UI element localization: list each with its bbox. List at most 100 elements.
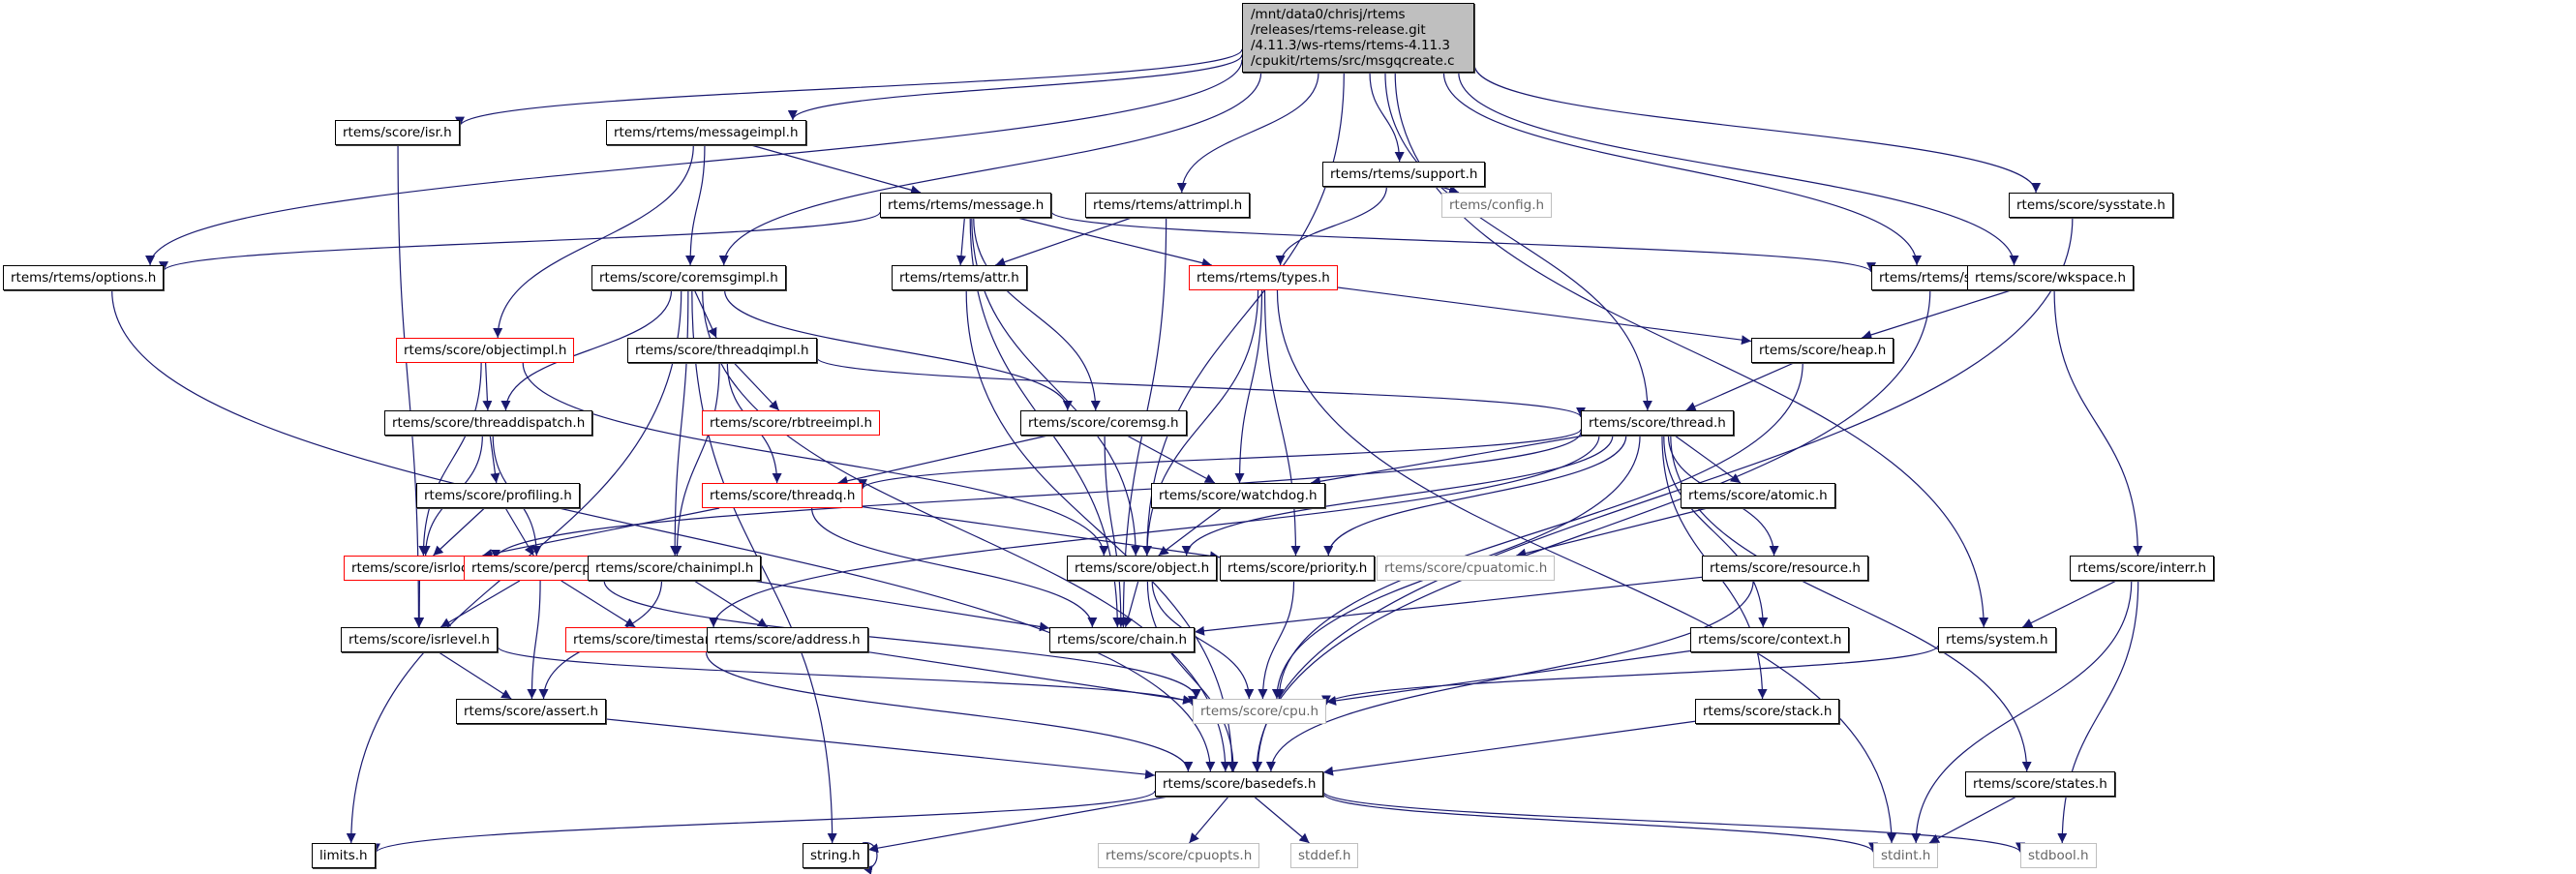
node-interr-h[interactable]: rtems/score/interr.h [2070, 556, 2215, 581]
node-threadq-h[interactable]: rtems/score/threadq.h [702, 483, 864, 508]
edge-percpu-to-assert [527, 580, 541, 700]
edge-interr-to-stdint [1911, 580, 2133, 844]
edge-basedefs-to-limits [371, 790, 1156, 854]
edge-root-to-coremsgimpl [718, 72, 1262, 266]
node-system-h[interactable]: rtems/system.h [1938, 627, 2056, 652]
node-objectimpl-h[interactable]: rtems/score/objectimpl.h [396, 338, 575, 363]
edge-attrimpl-to-attr [995, 217, 1132, 267]
node-wkspace-h[interactable]: rtems/score/wkspace.h [1967, 265, 2135, 290]
edge-types-to-watchdog [1234, 289, 1263, 484]
edge-states-to-stdint [1928, 796, 2017, 844]
edge-thread-to-atomic [1674, 435, 1742, 484]
node-resource-h[interactable]: rtems/score/resource.h [1702, 556, 1868, 581]
edge-message-to-status [1050, 211, 1876, 273]
edge-coremsg-to-chain [1104, 435, 1126, 628]
node-coremsgimpl-h[interactable]: rtems/score/coremsgimpl.h [591, 265, 786, 290]
edge-objectimpl-to-object [522, 362, 1109, 557]
edge-threadqimpl-to-rbtreeimpl [733, 362, 780, 411]
edge-root-to-support [1369, 72, 1405, 163]
edge-interr-to-stdbool [2057, 580, 2139, 844]
node-threaddispatch-h[interactable]: rtems/score/threaddispatch.h [384, 410, 593, 436]
node-atomic-h[interactable]: rtems/score/atomic.h [1681, 483, 1835, 508]
node-isr-h[interactable]: rtems/score/isr.h [335, 120, 460, 145]
node-address-h[interactable]: rtems/score/address.h [707, 627, 868, 652]
edge-objectimpl-to-isrlock [418, 362, 482, 557]
edge-coremsg-to-watchdog [1126, 435, 1216, 484]
edge-object-to-basedefs [1146, 580, 1239, 772]
edge-message-to-options [159, 211, 881, 272]
node-options-h[interactable]: rtems/rtems/options.h [3, 265, 165, 290]
edge-types-to-priority [1263, 289, 1301, 557]
edge-root-to-messageimpl [787, 54, 1243, 121]
edge-message-to-attr [956, 217, 966, 266]
edge-atomic-to-cpuatomic [1516, 507, 1708, 558]
edge-root-to-sysstate [1473, 64, 2042, 194]
node-watchdog-h[interactable]: rtems/score/watchdog.h [1151, 483, 1325, 508]
node-rbtreeimpl-h[interactable]: rtems/score/rbtreeimpl.h [702, 410, 881, 436]
node-config-h: rtems/config.h [1441, 193, 1553, 218]
node-types-h[interactable]: rtems/rtems/types.h [1189, 265, 1338, 290]
edge-threadq-to-chain [811, 507, 1098, 628]
edge-support-to-types [1275, 186, 1387, 266]
edge-root-to-attrimpl [1176, 72, 1319, 194]
edge-thread-to-timestamp [709, 435, 1600, 628]
edge-threadqimpl-to-thread [816, 357, 1586, 418]
node-basedefs-h[interactable]: rtems/score/basedefs.h [1155, 771, 1324, 797]
node-cpuopts-h: rtems/score/cpuopts.h [1098, 843, 1260, 868]
node-priority-h[interactable]: rtems/score/priority.h [1220, 556, 1376, 581]
node-thread-h[interactable]: rtems/score/thread.h [1581, 410, 1734, 436]
edge-profiling-to-isrlock [433, 507, 485, 557]
node-attr-h[interactable]: rtems/rtems/attr.h [892, 265, 1027, 290]
node-support-h[interactable]: rtems/rtems/support.h [1322, 162, 1486, 187]
edge-coremsgimpl-to-threadqimpl [693, 289, 717, 339]
edge-percpu-to-isrlevel [439, 580, 521, 628]
node-heap-h[interactable]: rtems/score/heap.h [1751, 338, 1894, 363]
node-coremsg-h[interactable]: rtems/score/coremsg.h [1020, 410, 1187, 436]
edge-types-to-heap [1337, 286, 1752, 346]
edge-basedefs-to-string [867, 796, 1168, 854]
edge-thread-to-threadq [858, 429, 1582, 490]
node-states-h[interactable]: rtems/score/states.h [1965, 771, 2115, 797]
edge-timestamp-to-basedefs [706, 651, 1194, 772]
edge-root-to-wkspace [1458, 72, 2019, 266]
edge-root-to-isr [455, 48, 1243, 127]
node-stddef-h: stddef.h [1290, 843, 1359, 868]
node-chain-h[interactable]: rtems/score/chain.h [1049, 627, 1196, 652]
node-stack-h[interactable]: rtems/score/stack.h [1695, 699, 1840, 724]
node-string-h[interactable]: string.h [803, 843, 868, 868]
node-message-h[interactable]: rtems/rtems/message.h [880, 193, 1052, 218]
node-attrimpl-h[interactable]: rtems/rtems/attrimpl.h [1085, 193, 1251, 218]
edge-assert-to-basedefs [605, 718, 1156, 780]
edge-resource-to-basedefs [1265, 580, 1754, 772]
edge-heap-to-thread [1685, 362, 1795, 411]
edge-root-to-thread [1384, 72, 1652, 411]
node-sysstate-h[interactable]: rtems/score/sysstate.h [2009, 193, 2173, 218]
node-object-h[interactable]: rtems/score/object.h [1067, 556, 1218, 581]
edge-system-to-cpu [1321, 645, 1939, 706]
node-threadqimpl-h[interactable]: rtems/score/threadqimpl.h [627, 338, 817, 363]
node-isrlevel-h[interactable]: rtems/score/isrlevel.h [341, 627, 498, 652]
edge-isrlevel-to-cpu [497, 646, 1197, 707]
node-context-h[interactable]: rtems/score/context.h [1690, 627, 1850, 652]
node-cpuatomic-h: rtems/score/cpuatomic.h [1377, 556, 1556, 581]
node-limits-h[interactable]: limits.h [312, 843, 376, 868]
node-chainimpl-h[interactable]: rtems/score/chainimpl.h [588, 556, 762, 581]
edge-root-to-system [1394, 72, 1989, 628]
edge-coremsgimpl-to-chainimpl [670, 289, 689, 557]
edge-address-to-cpu [867, 651, 1194, 705]
edge-threaddispatch-to-profiling [489, 435, 500, 484]
edge-priority-to-cpu [1258, 580, 1295, 700]
edge-thread-to-isrlock [491, 432, 1582, 559]
edge-basedefs-to-cpuopts [1189, 796, 1229, 844]
edge-profiling-to-percpu [504, 507, 534, 557]
edge-basedefs-to-stdint [1322, 793, 1878, 853]
edge-root-to-options [145, 59, 1243, 266]
edge-objectimpl-to-threaddispatch [482, 362, 493, 411]
edge-sysstate-to-basedefs [1253, 217, 2074, 772]
node-profiling-h[interactable]: rtems/score/profiling.h [416, 483, 580, 508]
node-assert-h[interactable]: rtems/score/assert.h [456, 699, 607, 724]
node-messageimpl-h[interactable]: rtems/rtems/messageimpl.h [606, 120, 806, 145]
edge-thread-to-context [1663, 435, 1769, 628]
edge-percpu-to-timestamp [561, 580, 636, 628]
